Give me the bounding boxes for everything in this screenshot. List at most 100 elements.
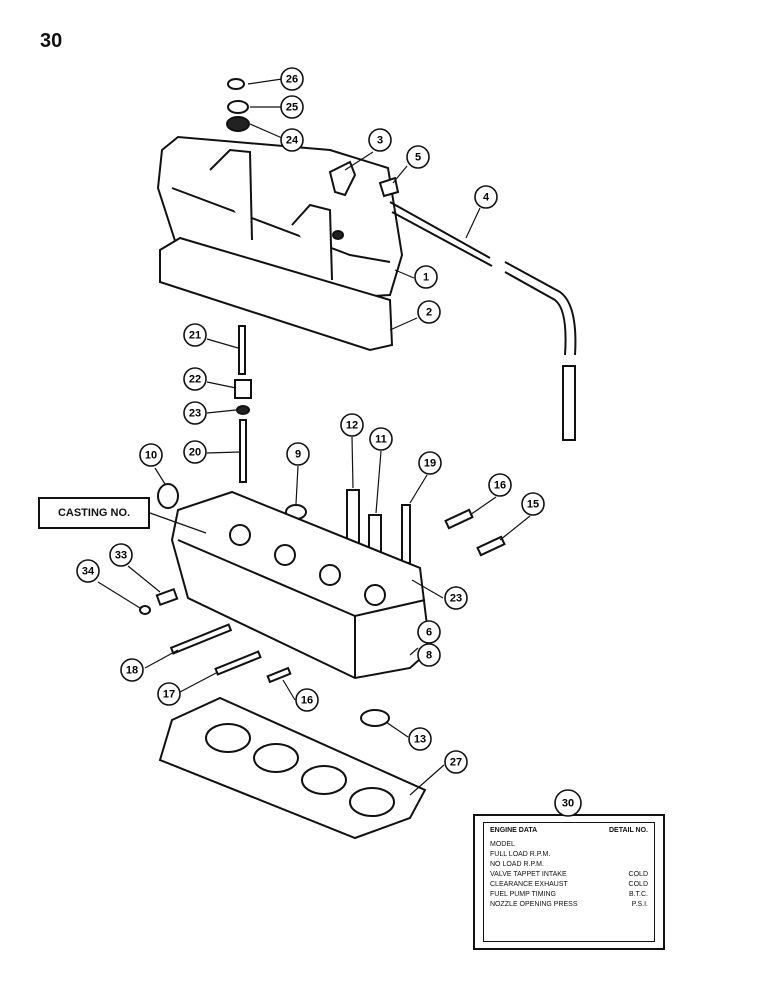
callout-30: 30 (554, 789, 582, 817)
casting-number-label: CASTING NO. (38, 497, 150, 529)
washer-23a (236, 405, 250, 415)
callout-circle (120, 658, 144, 682)
callout-circle (183, 323, 207, 347)
callout-number: 2 (426, 307, 432, 319)
seal-13 (360, 709, 390, 727)
engine-data-row-label: MODEL (490, 841, 515, 848)
callout-number: 6 (426, 627, 432, 639)
page-number: 30 (40, 30, 63, 52)
engine-data-row-label: FULL LOAD R.P.M. (490, 851, 551, 858)
callout-number: 17 (163, 689, 175, 701)
engine-data-row-label: NO LOAD R.P.M. (490, 861, 544, 868)
callout-number: 22 (189, 374, 201, 386)
breather-elbow (328, 160, 357, 197)
callout-number: 1 (423, 272, 429, 284)
pin-16a (444, 508, 474, 530)
head-gasket (158, 696, 427, 840)
callout-number: 21 (189, 330, 201, 342)
callout-circle (183, 440, 207, 464)
washer-25 (227, 100, 249, 114)
callout-number: 20 (189, 447, 201, 459)
callout-circle (554, 789, 582, 817)
washer-26 (227, 78, 245, 90)
callout-18: 18 (120, 658, 144, 682)
callout-15: 15 (521, 492, 545, 516)
callout-circle (280, 67, 304, 91)
callout-circle (183, 367, 207, 391)
callout-circle (418, 451, 442, 475)
grommet-24 (226, 116, 250, 132)
callout-circle (417, 300, 441, 324)
callout-19: 19 (418, 451, 442, 475)
callout-2: 2 (417, 300, 441, 324)
callout-25: 25 (280, 95, 304, 119)
callout-26: 26 (280, 67, 304, 91)
callout-circle (417, 643, 441, 667)
callout-3: 3 (368, 128, 392, 152)
callout-circle (474, 185, 498, 209)
callout-circle (488, 473, 512, 497)
spacer-22 (234, 379, 252, 399)
callout-number: 16 (301, 695, 313, 707)
cylinder-head (170, 490, 432, 680)
nut-34 (139, 605, 151, 615)
callout-circle (521, 492, 545, 516)
callout-number: 11 (375, 434, 387, 446)
engine-data-row: MODEL (490, 840, 648, 850)
callout-12: 12 (340, 413, 364, 437)
callout-23a: 23 (183, 401, 207, 425)
breather-hose (389, 201, 493, 267)
callout-number: 13 (414, 734, 426, 746)
callout-8: 8 (417, 643, 441, 667)
callout-circle (76, 559, 100, 583)
callout-number: 10 (145, 450, 157, 462)
callout-circle (183, 401, 207, 425)
callout-circle (408, 727, 432, 751)
callout-number: 18 (126, 665, 138, 677)
callout-number: 30 (562, 798, 574, 810)
callout-number: 25 (286, 102, 298, 114)
engine-data-row-unit: P.S.I. (631, 901, 648, 908)
breather-hose-end (562, 365, 576, 441)
callout-27: 27 (444, 750, 468, 774)
callout-number: 26 (286, 74, 298, 86)
pin-15 (476, 535, 506, 557)
callout-circle (286, 442, 310, 466)
callout-number: 24 (286, 135, 299, 147)
callout-circle (369, 427, 393, 451)
callout-10: 10 (139, 443, 163, 467)
callout-circle (414, 265, 438, 289)
callout-circle (280, 128, 304, 152)
callout-20: 20 (183, 440, 207, 464)
callout-circle (417, 620, 441, 644)
callout-16b: 16 (295, 688, 319, 712)
callout-number: 27 (450, 757, 462, 769)
callout-circle (109, 543, 133, 567)
callout-24: 24 (280, 128, 304, 152)
callout-4: 4 (474, 185, 498, 209)
engine-data-row: NO LOAD R.P.M. (490, 860, 648, 870)
callout-number: 23 (450, 593, 462, 605)
callout-number: 9 (295, 449, 301, 461)
callout-11: 11 (369, 427, 393, 451)
engine-data-row: NOZZLE OPENING PRESS P.S.I. (490, 900, 648, 910)
callout-circle (340, 413, 364, 437)
engine-data-title: ENGINE DATA (490, 827, 538, 834)
engine-data-row-label: CLEARANCE EXHAUST (490, 881, 568, 888)
callout-number: 8 (426, 650, 432, 662)
stud-18 (169, 623, 233, 655)
callout-circle (157, 682, 181, 706)
stud-16b (266, 666, 292, 684)
engine-data-row-label: FUEL PUMP TIMING (490, 891, 556, 898)
callout-number: 4 (483, 192, 490, 204)
stud-20 (239, 419, 247, 483)
callout-16a: 16 (488, 473, 512, 497)
engine-data-rows: MODEL FULL LOAD R.P.M. NO LOAD R.P.M. VALVE… (490, 840, 648, 910)
engine-data-row-label: NOZZLE OPENING PRESS (490, 901, 578, 908)
stud-17 (214, 650, 262, 676)
engine-data-row-label: VALVE TAPPET INTAKE (490, 871, 567, 878)
callout-33: 33 (109, 543, 133, 567)
